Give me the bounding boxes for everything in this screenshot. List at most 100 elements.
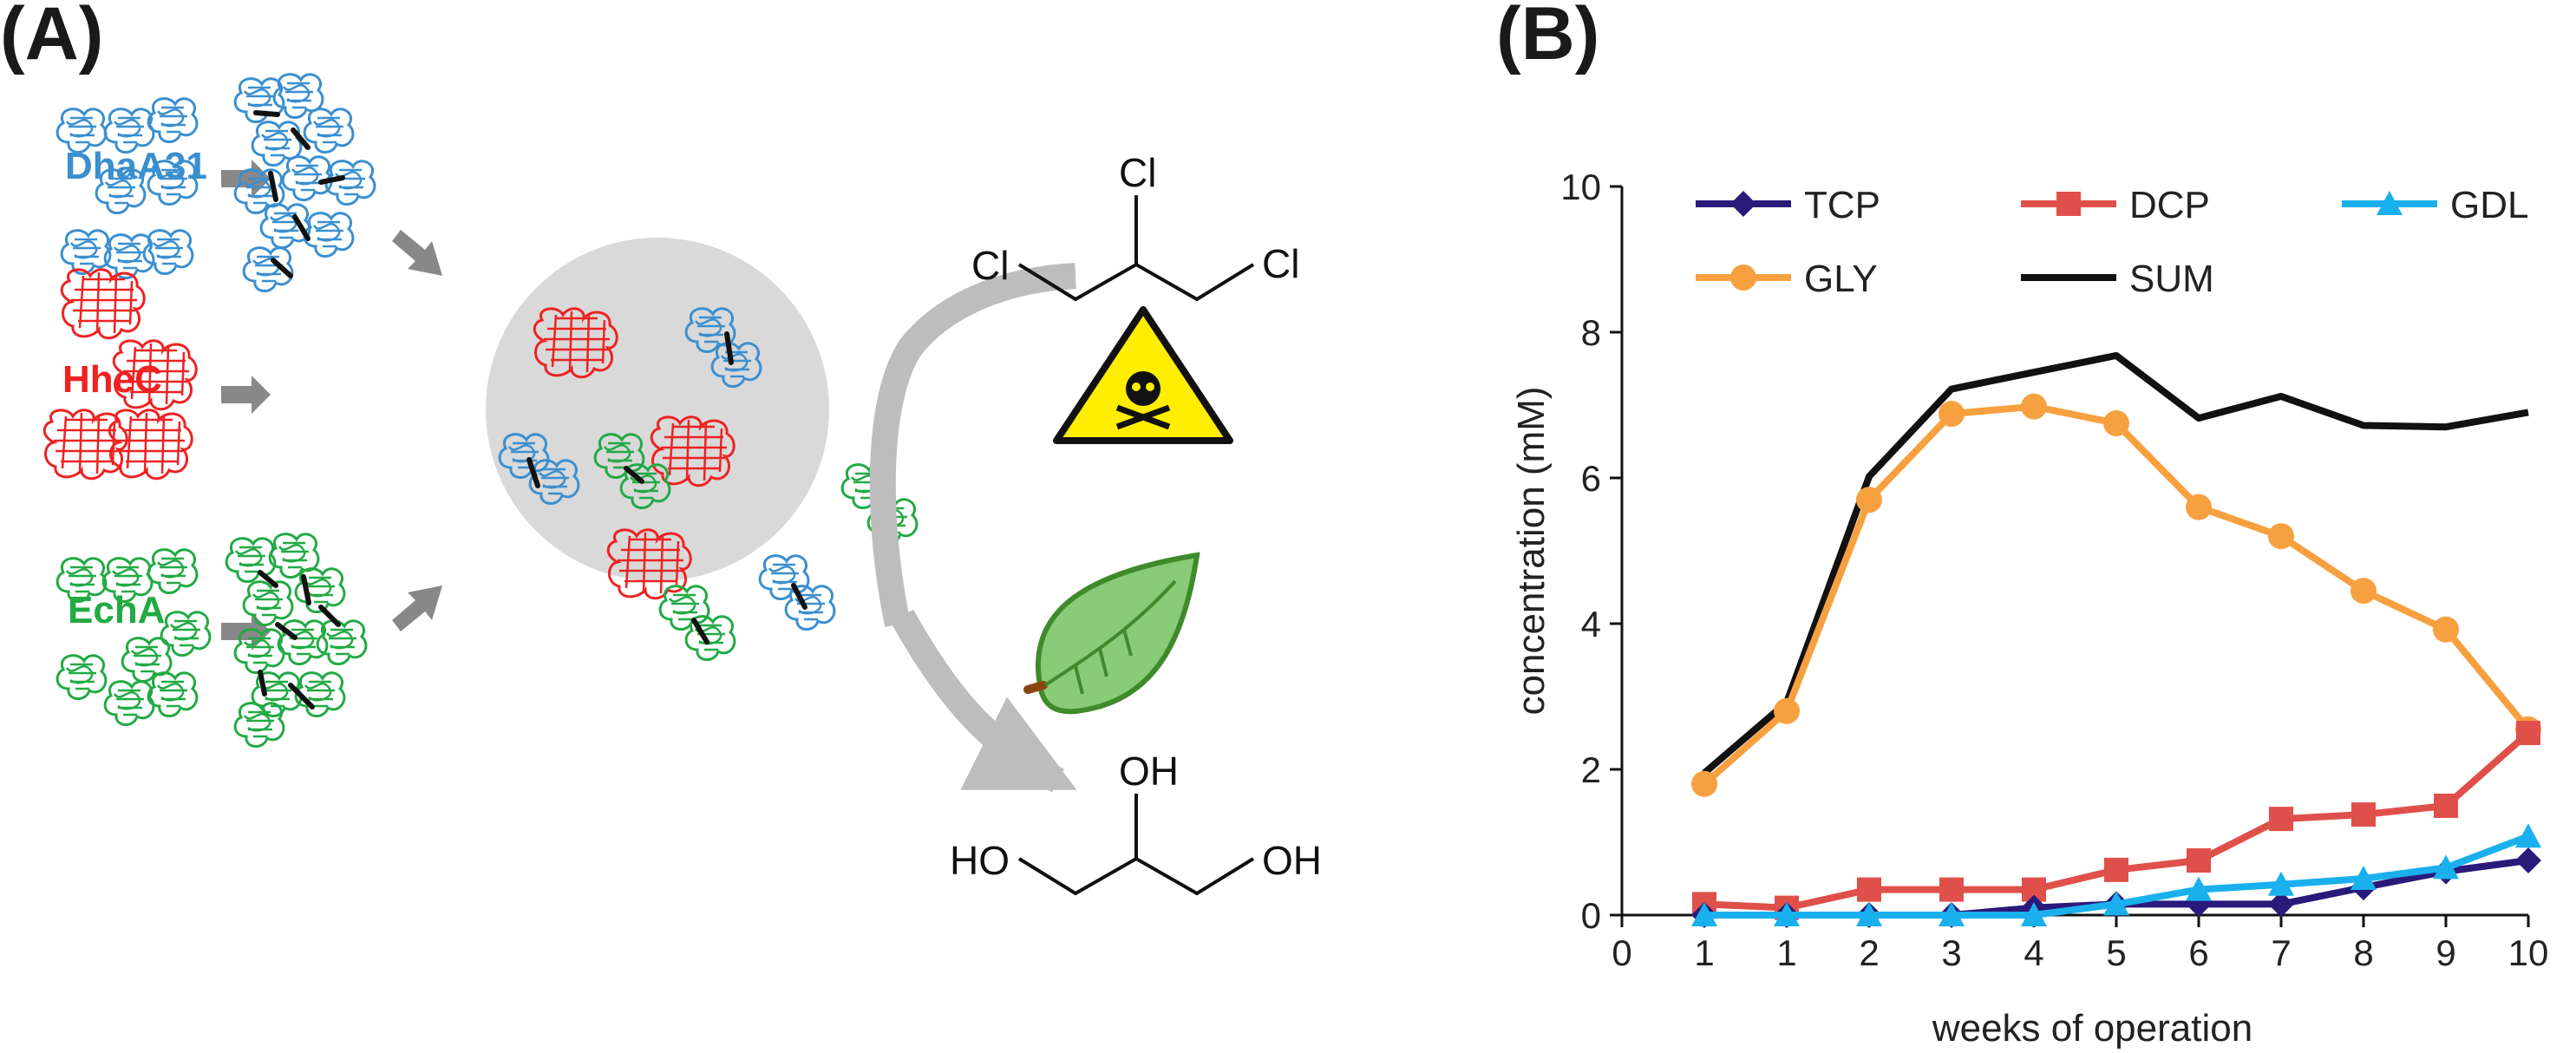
x-tick-label: 7 xyxy=(2271,932,2291,973)
y-axis-title: concentration (mM) xyxy=(1510,386,1553,715)
series-sum xyxy=(1702,351,2529,776)
data-point xyxy=(1774,902,1800,926)
y-tick-label: 8 xyxy=(1581,312,1601,353)
data-point xyxy=(2350,866,2377,890)
data-point xyxy=(1691,770,1717,797)
data-point xyxy=(2268,891,2294,918)
leaf-icon xyxy=(1023,552,1200,715)
data-point xyxy=(2103,410,2129,436)
data-point xyxy=(1691,902,1717,926)
legend-marker xyxy=(2056,192,2081,216)
legend-item-tcp: TCP xyxy=(1696,184,1880,226)
data-point xyxy=(2515,823,2541,848)
enzyme-label-echa: EchA xyxy=(68,589,165,631)
chem-atom: OH xyxy=(1262,838,1322,883)
clea-circle xyxy=(486,238,829,581)
legend: TCP DCP GDL GLY SUM xyxy=(1696,184,2528,300)
legend-item-gly: GLY xyxy=(1696,258,1878,300)
data-point xyxy=(2186,494,2212,520)
chem-atom: Cl xyxy=(971,243,1009,288)
product-release-arrow xyxy=(890,609,1077,793)
data-point xyxy=(1939,902,1965,926)
legend-label: GDL xyxy=(2450,184,2528,226)
y-tick-label: 0 xyxy=(1581,895,1601,936)
x-tick-label: 6 xyxy=(2188,932,2208,973)
combi-clea-particle xyxy=(486,238,919,662)
data-point xyxy=(2516,721,2540,745)
data-point xyxy=(2021,902,2047,926)
data-point xyxy=(1774,697,1800,724)
arrow-right-icon xyxy=(221,376,271,414)
data-point xyxy=(2021,393,2047,420)
data-point xyxy=(2350,578,2377,605)
data-point xyxy=(2433,854,2459,880)
x-tick-label: 8 xyxy=(2353,932,2373,973)
enzyme-label-hhec: HheC xyxy=(62,358,162,401)
data-point xyxy=(2269,807,2293,832)
legend-label: SUM xyxy=(2129,258,2214,300)
data-point xyxy=(1857,877,1881,902)
x-tick-label: 10 xyxy=(2508,932,2549,973)
data-point xyxy=(1939,877,1964,902)
toxic-hazard-icon xyxy=(1053,306,1233,444)
legend-marker xyxy=(1730,191,1756,217)
x-tick-label: 2 xyxy=(1859,932,1879,973)
data-point xyxy=(2187,848,2211,873)
x-tick-label: 9 xyxy=(2435,932,2455,973)
data-point xyxy=(2434,794,2458,818)
dhaa31-monomers xyxy=(56,97,199,280)
data-point xyxy=(2104,857,2128,882)
legend-item-sum: SUM xyxy=(2021,258,2214,300)
dhaa31-aggregate xyxy=(233,73,376,293)
substrate-uptake-arrow xyxy=(869,263,1076,628)
x-tick-label: 1 xyxy=(1694,932,1714,973)
x-axis-title: weeks of operation xyxy=(1932,1007,2252,1050)
series-layer xyxy=(1691,351,2541,928)
arrow-up-right-icon xyxy=(392,585,442,631)
data-point xyxy=(2186,876,2212,901)
data-point xyxy=(2268,523,2294,550)
legend-marker xyxy=(1730,265,1756,291)
tcp-structure: Cl Cl Cl xyxy=(971,150,1299,302)
x-tick-label: 0 xyxy=(1612,932,1631,973)
data-point xyxy=(2515,847,2541,873)
y-tick-label: 10 xyxy=(1560,167,1601,207)
chem-atom: HO xyxy=(950,838,1010,883)
legend-marker xyxy=(2377,191,2403,215)
echa-aggregate xyxy=(225,533,368,749)
series-dcp xyxy=(1692,721,2540,920)
panel-a-label: (A) xyxy=(0,0,103,75)
legend-label: TCP xyxy=(1804,184,1880,226)
echa-monomers xyxy=(56,548,212,727)
series-gdl xyxy=(1691,823,2541,926)
data-point xyxy=(1856,487,1882,513)
x-tick-label: 5 xyxy=(2106,932,2126,973)
arrow-down-right-icon xyxy=(392,230,442,276)
series-line xyxy=(1702,351,2529,776)
y-tick-label: 2 xyxy=(1581,749,1601,790)
data-point xyxy=(1939,401,1965,428)
chem-atom: Cl xyxy=(1119,150,1156,195)
data-point xyxy=(2103,891,2129,916)
glycerol-structure: OH HO OH xyxy=(950,749,1322,896)
legend-item-gdl: GDL xyxy=(2342,184,2528,226)
panel-a: (A) DhaA31 HheC xyxy=(0,0,1322,896)
x-tick-label: 1 xyxy=(1776,932,1796,973)
crosslink-arrows xyxy=(221,160,442,651)
data-point xyxy=(2351,802,2376,827)
data-point xyxy=(1856,902,1882,926)
chem-atom: Cl xyxy=(1262,241,1299,286)
legend-label: DCP xyxy=(2129,184,2210,226)
y-tick-label: 4 xyxy=(1581,604,1601,644)
series-gly xyxy=(1691,393,2541,797)
data-point xyxy=(2433,616,2459,643)
panel-b-label: (B) xyxy=(1496,0,1599,75)
legend-label: GLY xyxy=(1804,258,1878,300)
legend-item-dcp: DCP xyxy=(2021,184,2210,226)
x-tick-label: 4 xyxy=(2024,932,2043,973)
